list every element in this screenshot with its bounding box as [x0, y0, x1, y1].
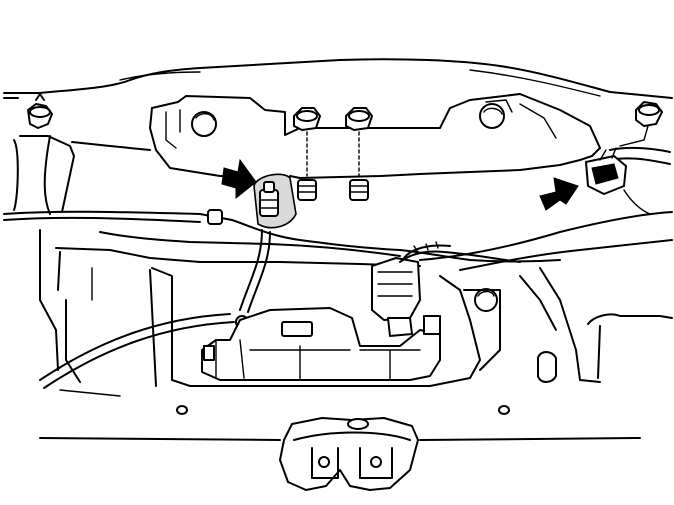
- tailgate-inner-panel: [3, 58, 673, 441]
- latch-housing: [201, 307, 441, 381]
- wiring-harness: [3, 146, 671, 263]
- mounting-nut-center-1: [293, 107, 321, 201]
- latch-motor-connector: [371, 241, 521, 337]
- mounting-nut-center-2: [345, 107, 373, 201]
- cable-connector-highlighted: [253, 173, 297, 229]
- electrical-connector-right: [585, 147, 627, 195]
- solid-arrow-icon: [221, 158, 257, 200]
- mounting-nut-left: [27, 93, 53, 129]
- solid-arrow-icon: [539, 177, 579, 211]
- mounting-nut-right: [619, 101, 663, 147]
- lock-striker: [279, 417, 419, 491]
